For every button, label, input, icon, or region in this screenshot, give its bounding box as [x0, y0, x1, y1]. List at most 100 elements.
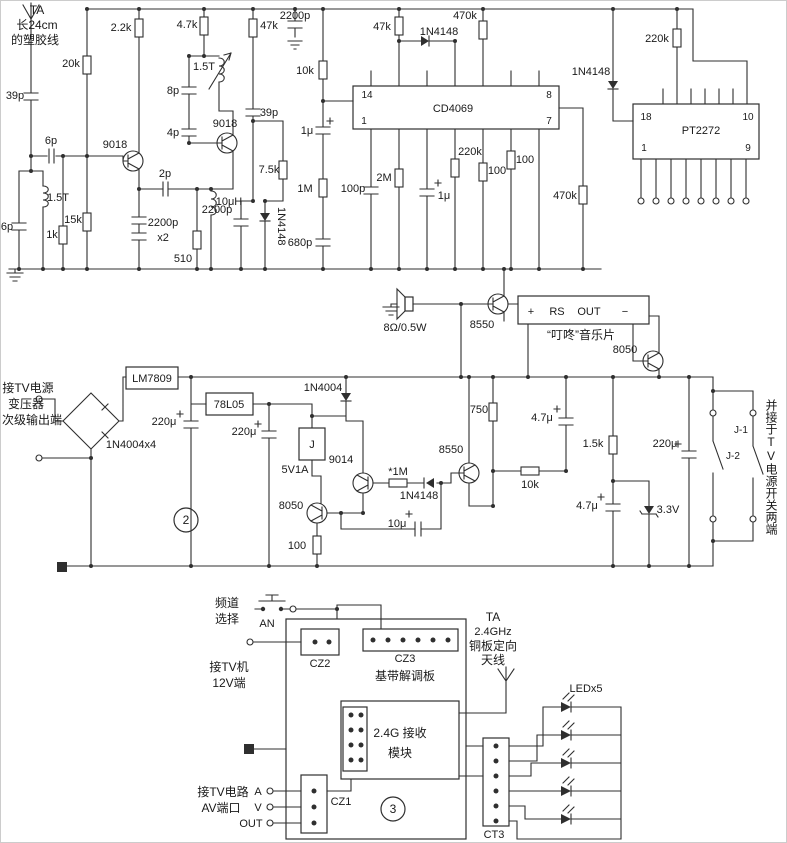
label-ant2-line1: TA	[486, 610, 500, 624]
label-ic2-pin1: 1	[641, 143, 647, 154]
label-bridge-name: 1N4004x4	[106, 439, 156, 451]
label-cap-220u-b: 220μ	[232, 426, 257, 438]
label-music-rs: RS	[549, 306, 564, 318]
pt2272-net-wires	[612, 8, 747, 199]
label-layer: TA长24cm的塑胶线39p6p1.5T6p1k15k20k2.2k90182p…	[1, 3, 778, 841]
top-ground-bus	[6, 268, 602, 282]
label-cap-2200p-x2b: x2	[157, 232, 169, 244]
label-res-7p5k: 7.5k	[259, 164, 280, 176]
led-3	[561, 748, 575, 769]
cd4069-net-wires	[370, 8, 584, 270]
label-cap-4p: 4p	[167, 127, 179, 139]
label-q5-label: 8050	[279, 500, 303, 512]
label-pw-line2: 变压器	[8, 396, 44, 411]
label-ch-line1: 频道	[215, 596, 239, 610]
label-res-100-a: 100	[488, 165, 506, 177]
led-net-wires	[508, 706, 622, 840]
label-res-15k: 15k	[64, 214, 82, 226]
label-cap-100p: 100p	[341, 183, 365, 195]
label-ic1-name: CD4069	[433, 103, 473, 115]
inductor-coils	[42, 57, 225, 216]
label-music-minus: −	[622, 306, 628, 318]
label-res-750: 750	[470, 404, 488, 416]
label-d4-label: 1N4004	[304, 382, 343, 394]
label-tv12-line2: 12V端	[212, 676, 245, 690]
label-res-1m-b: *1M	[388, 466, 408, 478]
label-d1-label: 1N4148	[275, 207, 287, 246]
music-chip-box	[517, 295, 650, 325]
label-pin-a: A	[254, 786, 262, 798]
label-cap-10u: 10μ	[388, 518, 407, 530]
label-ic2-name: PT2272	[682, 125, 721, 137]
capacitor-plates	[11, 20, 697, 537]
label-cap-4u7-a: 4.7μ	[531, 412, 553, 424]
label-res-100-c: 100	[288, 540, 306, 552]
label-pin-out: OUT	[239, 818, 263, 830]
label-ant2-line4: 天线	[481, 653, 505, 667]
label-reg1-name: LM7809	[132, 373, 172, 385]
junction-dots	[17, 7, 715, 611]
label-ic2-pin9: 9	[745, 143, 751, 154]
section-2-circle	[173, 507, 199, 533]
label-tv12-line1: 接TV机	[209, 659, 248, 674]
label-res-1p5k: 1.5k	[583, 438, 604, 450]
label-side-note: 并接于TV电源开关两端	[764, 399, 778, 536]
rf-module-box	[340, 700, 460, 780]
label-reg2-name: 78L05	[214, 399, 245, 411]
label-coil-1p5t-right: 1.5T	[193, 61, 215, 73]
led-2	[561, 720, 575, 741]
label-cap-6p-series: 6p	[45, 135, 57, 147]
label-ant-line2: 的塑胶线	[11, 32, 59, 47]
cz1-box	[300, 774, 328, 834]
var-inductor-arrow	[208, 52, 232, 90]
label-d3-label: 1N4148	[572, 66, 611, 78]
label-cap-8p: 8p	[167, 85, 179, 97]
speaker	[396, 287, 414, 321]
label-sec2-num: 2	[183, 513, 190, 527]
label-q1-label: 9018	[103, 139, 127, 151]
label-res-220k-b: 220k	[645, 33, 669, 45]
label-mod-line1: 2.4G 接收	[373, 725, 426, 740]
wire-layer	[6, 2, 764, 840]
bridge-wires	[41, 376, 127, 567]
diodes	[259, 35, 659, 518]
label-music-plus: +	[528, 306, 534, 318]
label-res-10k-b: 10k	[521, 479, 539, 491]
label-q3-label: 8550	[470, 319, 494, 331]
label-pin-v: V	[254, 802, 262, 814]
led-column	[561, 692, 575, 825]
label-cap-1u-b: 1μ	[438, 190, 450, 202]
label-sw-j1: J-1	[734, 425, 748, 436]
label-res-47k-b: 47k	[373, 21, 391, 33]
label-ic1-pin7: 7	[546, 116, 552, 127]
reg-lm7809-box	[125, 366, 179, 390]
label-res-510: 510	[174, 253, 192, 265]
label-mod-line2: 模块	[388, 746, 412, 760]
top-power-rail	[86, 8, 748, 105]
reg-78l05-box	[205, 392, 254, 416]
label-res-2m: 2M	[376, 172, 391, 184]
label-res-1m: 1M	[297, 183, 312, 195]
label-ic1-pin14: 14	[361, 90, 373, 101]
ic-pt2272-box	[632, 103, 760, 160]
label-cap-1u-a: 1μ	[301, 125, 313, 137]
label-q2-label: 9018	[213, 118, 237, 130]
label-fuse-5v1a: 5V1A	[282, 464, 310, 476]
switch-wires	[712, 376, 764, 567]
label-av-line1: 接TV电路	[197, 784, 248, 799]
label-sec3-num: 3	[390, 802, 397, 816]
led-4	[561, 776, 575, 797]
label-cap-39p: 39p	[6, 90, 24, 102]
label-res-100-b: 100	[516, 154, 534, 166]
label-d2-label: 1N4148	[420, 26, 459, 38]
label-ct3-name: CT3	[484, 829, 505, 841]
label-ic2-pin18: 18	[640, 112, 652, 123]
label-d5-label: 1N4148	[400, 490, 439, 502]
label-res-20k: 20k	[62, 58, 80, 70]
label-ic2-pin10: 10	[742, 112, 754, 123]
label-res-4p7k: 4.7k	[177, 19, 198, 31]
pt2272-address-pads	[637, 197, 750, 205]
